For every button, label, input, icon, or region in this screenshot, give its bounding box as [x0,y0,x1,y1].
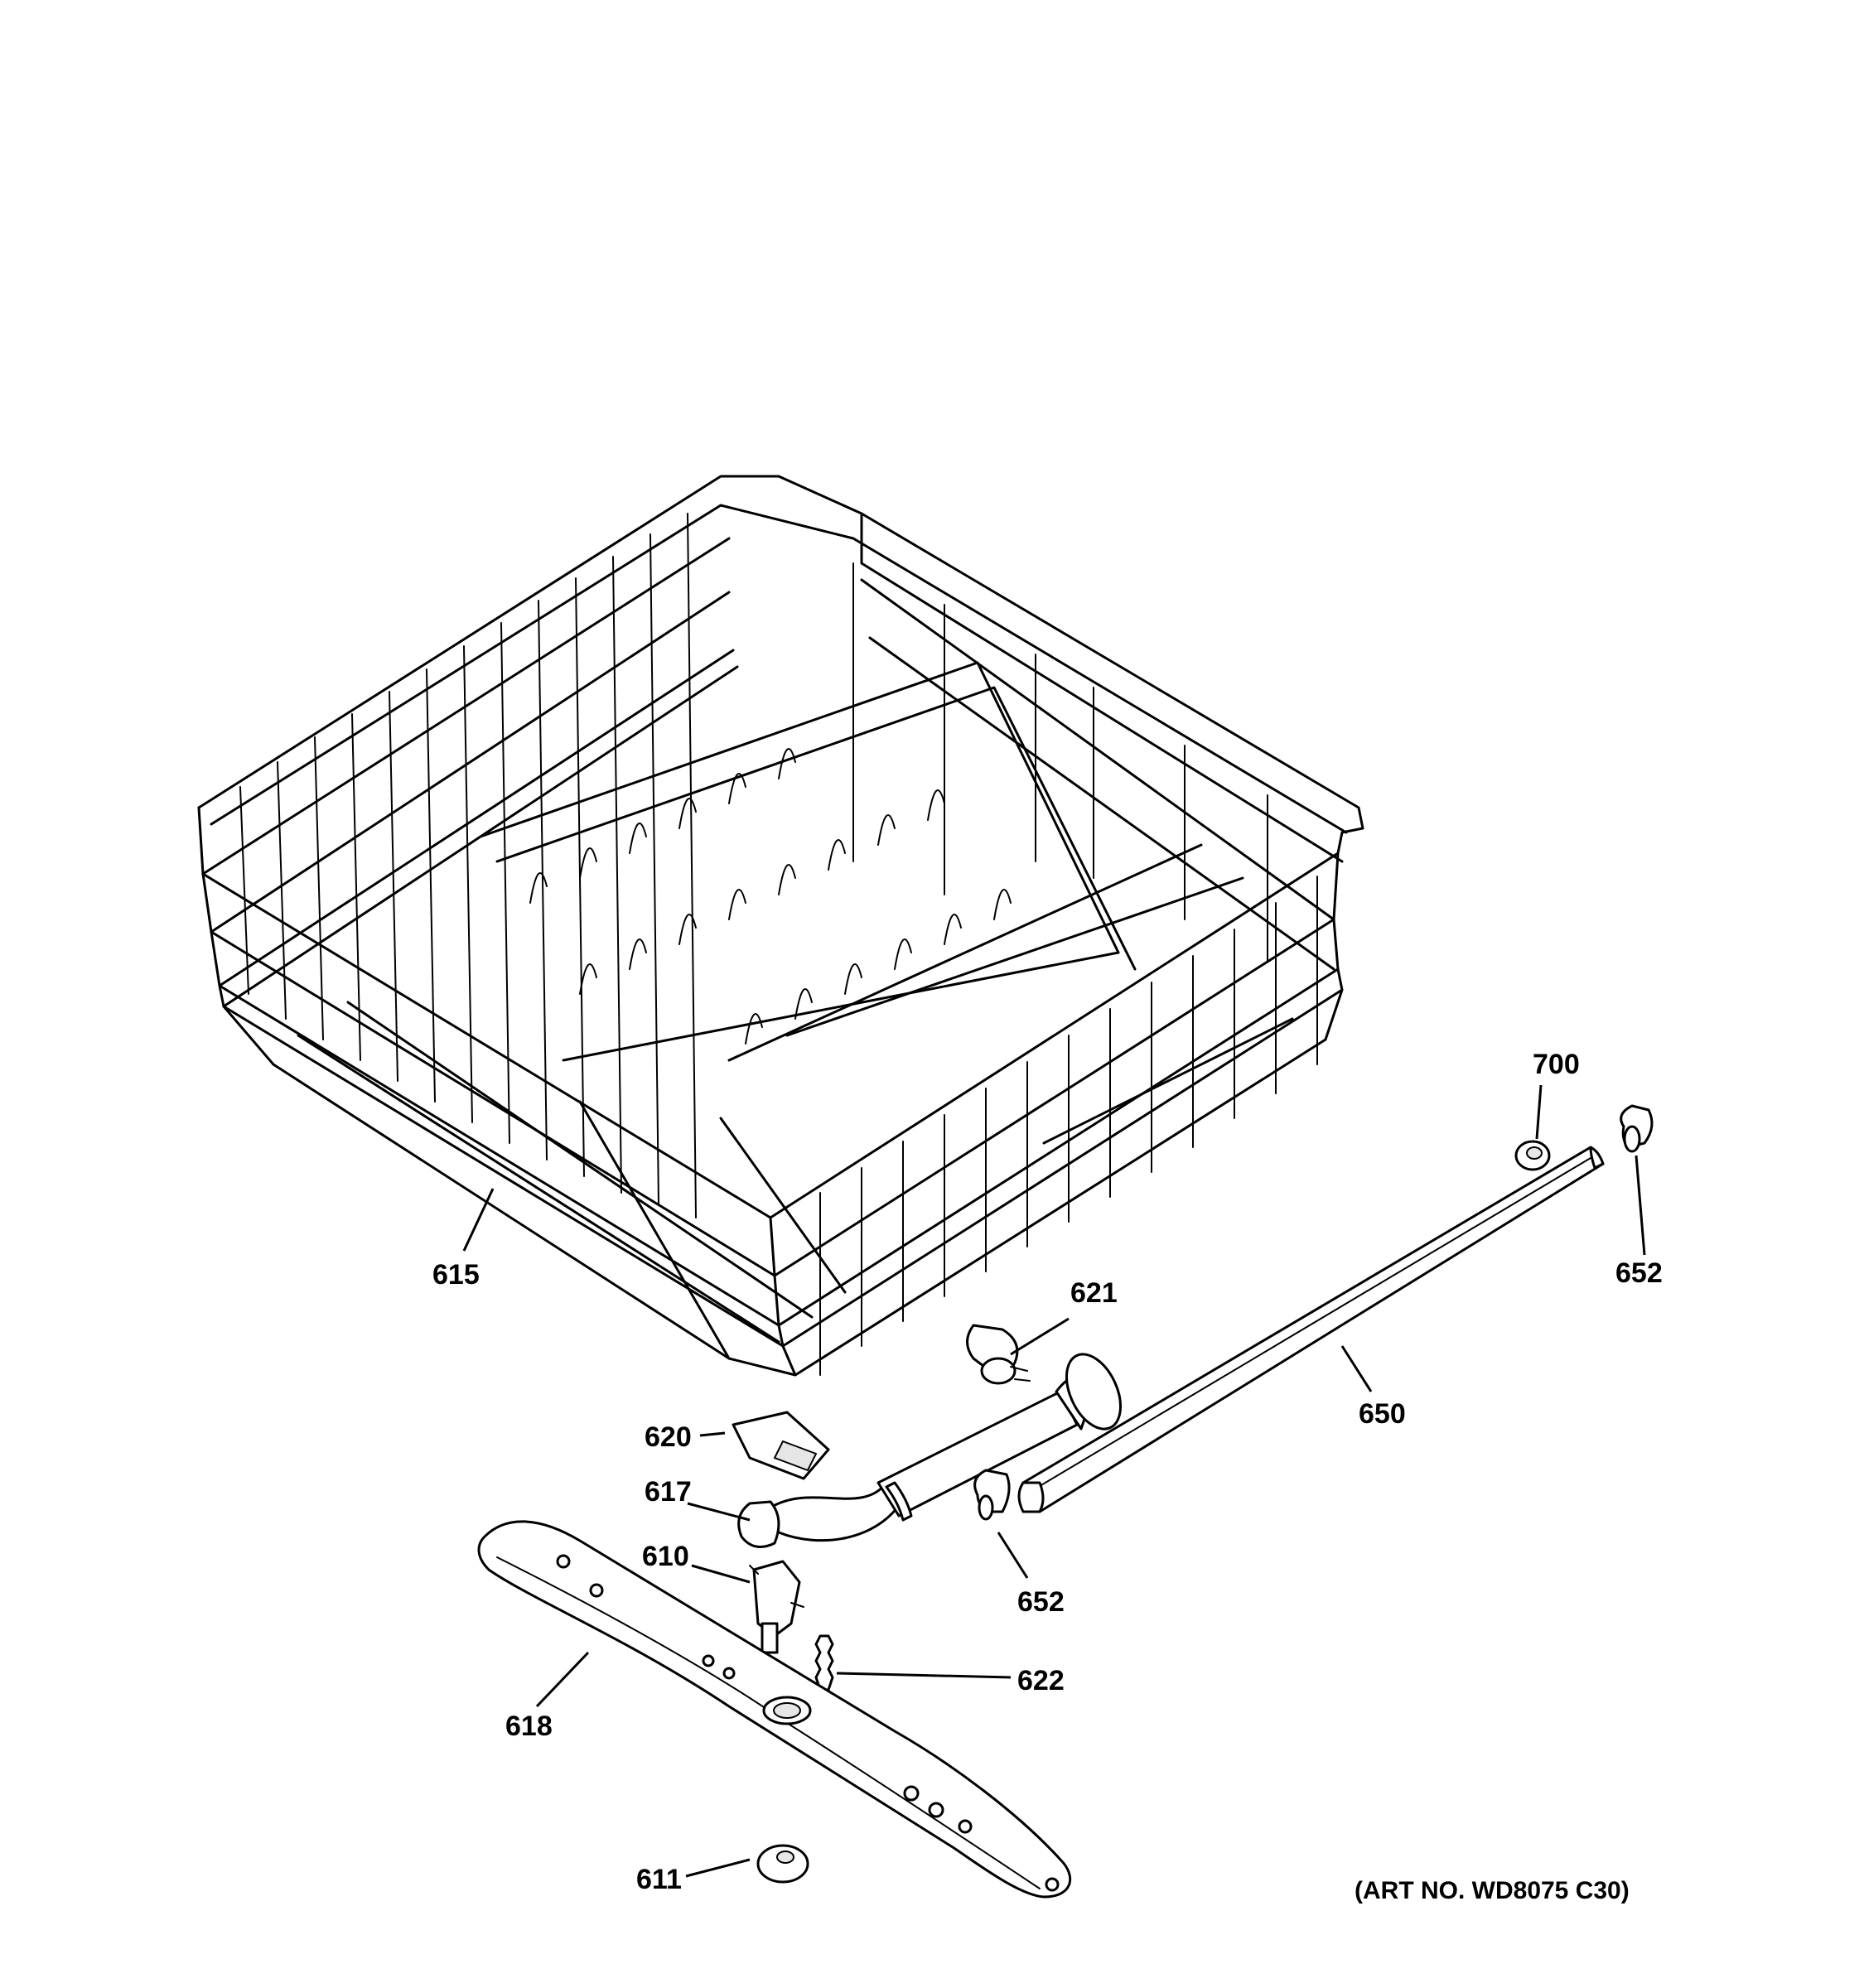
callout-615: 615 [432,1259,480,1291]
callout-610: 610 [642,1541,689,1572]
spray-arm-nut [756,1844,809,1884]
callout-617: 617 [645,1476,692,1508]
hose-clip [966,1324,1031,1385]
callout-652-left: 652 [1017,1586,1065,1618]
screw [814,1634,834,1691]
rack-plate-tines [529,748,1012,1045]
upper-dish-rack [197,475,1364,1377]
callout-618: 618 [505,1711,553,1742]
supply-tube [737,1353,1122,1548]
callout-620: 620 [645,1421,692,1453]
leader-lines [462,1084,1646,1878]
rail-end-cap-right [1620,1104,1654,1153]
rack-front-tines [819,876,1318,1376]
lower-spray-arm [477,1520,1072,1899]
roller [1514,1140,1551,1171]
callout-700: 700 [1533,1049,1580,1080]
callout-652-right: 652 [1615,1257,1663,1289]
rack-left-tines [239,513,697,1218]
art-number: (ART NO. WD8075 C30) [1355,1877,1630,1904]
callout-622: 622 [1017,1665,1065,1696]
callout-621: 621 [1070,1277,1118,1309]
spray-arm-bearing [749,1560,804,1654]
rack-back-tines [852,562,1268,962]
rail-end-cap-left [973,1469,1011,1521]
retainer-clip [732,1411,830,1480]
callout-650: 650 [1359,1398,1406,1430]
rack-rail [1017,1146,1605,1513]
callout-611: 611 [636,1864,682,1895]
